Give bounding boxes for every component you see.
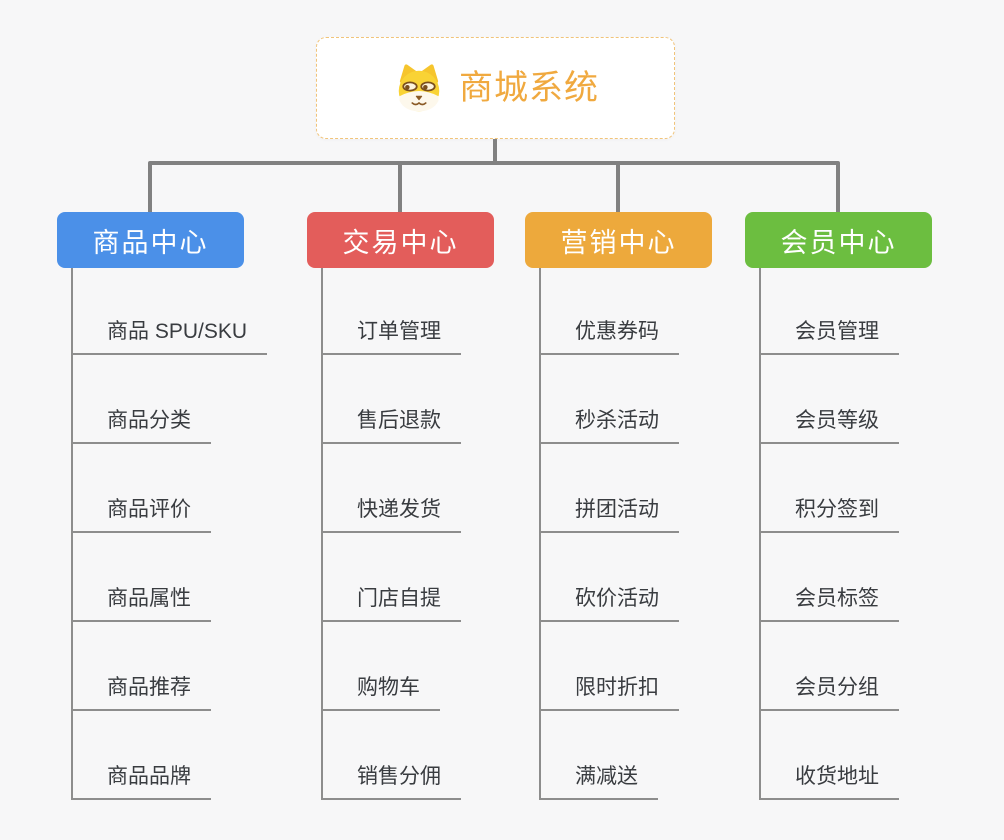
leaf-node[interactable]: 优惠券码 xyxy=(541,317,679,355)
leaf-node[interactable]: 商品评价 xyxy=(73,495,211,533)
connector-drop-trade xyxy=(398,163,402,212)
leaf-node[interactable]: 限时折扣 xyxy=(541,673,679,711)
branch-label: 商品中心 xyxy=(92,227,209,258)
branch-column-trade: 订单管理 售后退款 快递发货 门店自提 购物车 销售分佣 xyxy=(321,268,571,800)
leaf-node[interactable]: 门店自提 xyxy=(323,584,461,622)
leaf-node[interactable]: 秒杀活动 xyxy=(541,406,679,444)
branch-column-product: 商品 SPU/SKU 商品分类 商品评价 商品属性 商品推荐 商品品牌 xyxy=(71,268,321,800)
branch-label: 营销中心 xyxy=(560,227,677,258)
branch-label: 会员中心 xyxy=(780,227,897,258)
leaf-node[interactable]: 会员标签 xyxy=(761,584,899,622)
leaf-node[interactable]: 拼团活动 xyxy=(541,495,679,533)
root-node-mall-system[interactable]: 商城系统 xyxy=(316,37,675,139)
connector-root-vertical xyxy=(493,139,497,165)
leaf-node[interactable]: 商品 SPU/SKU xyxy=(73,317,268,355)
leaf-node[interactable]: 会员管理 xyxy=(761,317,899,355)
branch-node-marketing-center[interactable]: 营销中心 xyxy=(525,212,712,268)
branch-node-product-center[interactable]: 商品中心 xyxy=(57,212,244,268)
leaf-node[interactable]: 售后退款 xyxy=(323,406,461,444)
leaf-node[interactable]: 收货地址 xyxy=(761,762,899,800)
branch-column-member: 会员管理 会员等级 积分签到 会员标签 会员分组 收货地址 xyxy=(759,268,1004,800)
leaf-node[interactable]: 积分签到 xyxy=(761,495,899,533)
branch-label: 交易中心 xyxy=(342,227,459,258)
leaf-node[interactable]: 商品属性 xyxy=(73,584,211,622)
leaf-node[interactable]: 销售分佣 xyxy=(323,762,461,800)
leaf-node[interactable]: 满减送 xyxy=(541,762,658,800)
branch-node-trade-center[interactable]: 交易中心 xyxy=(307,212,494,268)
connector-horizontal-rail xyxy=(148,161,840,165)
root-title: 商城系统 xyxy=(459,69,599,107)
leaf-node[interactable]: 会员等级 xyxy=(761,406,899,444)
connector-drop-marketing xyxy=(616,163,620,212)
connector-drop-member xyxy=(836,163,840,212)
leaf-node[interactable]: 会员分组 xyxy=(761,673,899,711)
leaf-node[interactable]: 砍价活动 xyxy=(541,584,679,622)
connector-drop-product xyxy=(148,163,152,212)
leaf-node[interactable]: 购物车 xyxy=(323,673,440,711)
leaf-node[interactable]: 快递发货 xyxy=(323,495,461,533)
leaf-node[interactable]: 订单管理 xyxy=(323,317,461,355)
leaf-node[interactable]: 商品推荐 xyxy=(73,673,211,711)
branch-column-marketing: 优惠券码 秒杀活动 拼团活动 砍价活动 限时折扣 满减送 xyxy=(539,268,789,800)
leaf-node[interactable]: 商品分类 xyxy=(73,406,211,444)
shiba-dog-icon xyxy=(398,64,440,112)
leaf-node[interactable]: 商品品牌 xyxy=(73,762,211,800)
branch-node-member-center[interactable]: 会员中心 xyxy=(745,212,932,268)
